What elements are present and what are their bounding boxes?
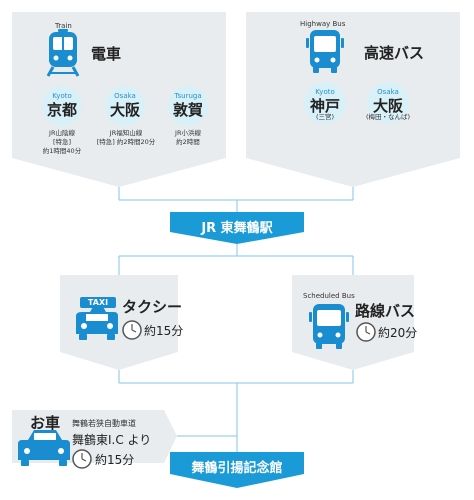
station-banner: JR 東舞鶴駅 [201,221,273,236]
scheduled-bus-title: 路線バス [355,302,416,320]
taxi-icon [76,297,118,340]
stop-kobe-sub: (三宮) [315,113,335,121]
destination-banner-shape [170,452,304,488]
scheduled-bus-time: 約20分 [378,326,418,340]
stop-osaka-name: 大阪 [372,97,403,115]
kyoto-route-note: JR山陰線 [特急] 約1時間40分 [38,129,86,156]
train-title: 電車 [91,45,122,63]
bus-label-en: Highway Bus [300,20,346,28]
station-kyoto-name: 京都 [46,101,77,119]
tsuruga-route-note: JR小浜線 約2時間 [164,129,212,147]
scheduled-bus-icon [309,304,349,349]
car-road: 舞鶴若狭自動車道 [72,419,136,428]
highway-bus-icon [306,30,344,73]
connector-middle [118,244,354,275]
osaka-note-line1: JR福知山線 [109,129,143,137]
osaka-circle [105,86,145,126]
stop-osaka-en: Osaka [377,88,399,96]
stop-osaka-sub: (梅田・なんば) [365,113,411,121]
tsuruga-circle [168,86,208,126]
stop-kobe-en: Kyoto [315,88,335,96]
station-tsuruga-name: 敦賀 [172,101,203,119]
connector-bottom [118,370,354,452]
scheduled-bus-panel [292,275,414,370]
car-clock-icon [72,449,92,469]
osaka-note-line2: [特急] 約2時間20分 [96,138,156,146]
taxi-time: 約15分 [144,324,184,338]
taxi-clock-icon [122,320,142,340]
kyoto-note-line3: 約1時間40分 [42,147,82,155]
car-title: お車 [30,414,61,432]
bus-clock-icon [356,322,376,342]
scheduled-bus-label-en: Scheduled Bus [303,292,355,300]
osaka-bus-circle [367,82,409,124]
tsuruga-note-line2: 約2時間 [176,138,200,146]
station-kyoto-en: Kyoto [52,92,72,100]
kyoto-note-line2: [特急] [52,138,72,146]
taxi-title: タクシー [122,298,183,316]
kobe-circle [304,82,346,124]
car-exit: 舞鶴東I.C より [72,433,152,447]
destination-banner: 舞鶴引揚記念館 [191,461,283,476]
car-icon [18,430,70,466]
train-icon [46,29,80,77]
bus-title: 高速バス [364,44,425,62]
connector-top [118,187,354,212]
station-tsuruga-en: Tsuruga [174,92,202,100]
station-osaka-en: Osaka [114,92,136,100]
train-label-en: Train [55,22,72,30]
station-banner-shape [170,212,304,244]
osaka-route-note: JR福知山線 [特急] 約2時間20分 [96,129,156,147]
stop-kobe-name: 神戸 [309,97,340,115]
kyoto-note-line1: JR山陰線 [49,129,75,137]
highway-bus-panel [246,12,460,187]
station-osaka-name: 大阪 [109,101,140,119]
tsuruga-note-line1: JR小浜線 [175,129,201,137]
taxi-sign: TAXI [87,298,109,307]
kyoto-circle [42,86,82,126]
car-time: 約15分 [95,453,135,467]
